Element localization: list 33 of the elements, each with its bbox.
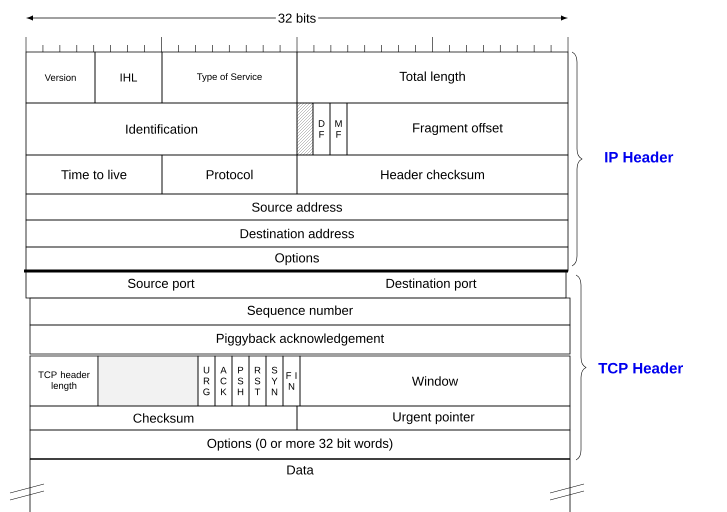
field-box: Header checksum bbox=[296, 154, 568, 194]
field-box: Window bbox=[300, 356, 570, 406]
flag-field: F I N bbox=[282, 356, 300, 406]
field-box: Identification bbox=[26, 102, 298, 156]
field-box: Options (0 or more 32 bit words) bbox=[30, 430, 570, 460]
flag-field: A C K bbox=[214, 356, 232, 406]
field-box: Urgent pointer bbox=[296, 406, 570, 430]
field-box: Time to live bbox=[26, 154, 162, 194]
field-box: Checksum bbox=[30, 406, 298, 430]
reserved-field bbox=[98, 356, 198, 406]
flag-field: U R G bbox=[198, 356, 216, 406]
flag-field: D F bbox=[312, 102, 330, 156]
dimension-label: 32 bits bbox=[276, 11, 318, 25]
field-box: Protocol bbox=[162, 154, 298, 194]
section-label: IP Header bbox=[605, 152, 674, 162]
field-box: Data bbox=[30, 458, 570, 512]
field-box: Version bbox=[26, 52, 96, 104]
field-box: IHL bbox=[94, 52, 162, 104]
field-box: Source address bbox=[26, 194, 568, 220]
section-label: TCP Header bbox=[598, 362, 683, 374]
field-box: Sequence number bbox=[30, 298, 570, 326]
field-box: Source port Destination port bbox=[26, 270, 566, 298]
field-box: Total length bbox=[296, 52, 568, 104]
flag-field: S Y N bbox=[266, 356, 284, 406]
field-box: Fragment offset bbox=[346, 102, 568, 156]
field-box: Options bbox=[26, 246, 568, 272]
flag-field: M F bbox=[330, 102, 348, 156]
field-box: Destination address bbox=[26, 220, 568, 248]
flag-field: P S H bbox=[232, 356, 250, 406]
flag-field: R S T bbox=[248, 356, 266, 406]
hatched-field bbox=[296, 102, 314, 156]
field-box: Piggyback acknowledgement bbox=[30, 324, 570, 354]
field-box: Type of Service bbox=[162, 52, 298, 104]
